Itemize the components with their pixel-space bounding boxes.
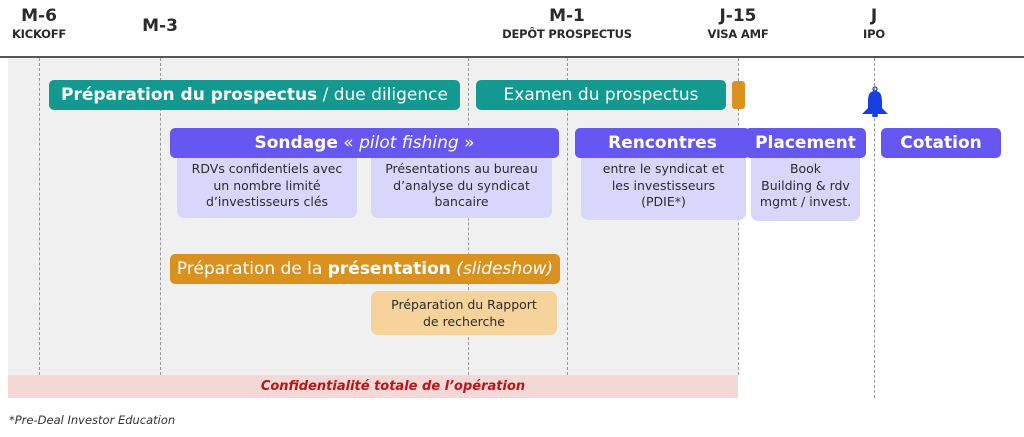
text-line: de recherche — [423, 314, 505, 329]
milestone-code: J — [870, 6, 878, 26]
presentation-bar: Préparation de la présentation (slidesho… — [170, 254, 560, 284]
milestone-m1: M-1 DEPÔT PROSPECTUS — [502, 6, 632, 42]
text-line: bancaire — [434, 194, 489, 209]
prospectus-prep-bold: Préparation du prospectus — [61, 85, 318, 105]
milestone-code: M-6 — [21, 6, 57, 26]
rencontres-sub: entre le syndicat et les investisseurs (… — [581, 158, 746, 220]
text-line: RDVs confidentiels avec — [191, 161, 343, 176]
milestone-label: IPO — [863, 27, 885, 41]
text-line: (PDIE*) — [641, 194, 686, 209]
presentation-italic: (slideshow) — [450, 259, 554, 279]
sondage-italic: pilot fishing — [359, 133, 459, 153]
visa-marker — [732, 81, 745, 109]
timeline-axis — [0, 56, 1024, 58]
milestone-code: M-3 — [142, 16, 178, 36]
placement-label: Placement — [755, 133, 856, 153]
text-line: d’investisseurs clés — [205, 194, 329, 209]
sondage-sub-analyst-presentations: Présentations au bureau d’analyse du syn… — [371, 158, 552, 218]
prospectus-review-bar: Examen du prospectus — [476, 80, 726, 110]
text-line: mgmt / invest. — [759, 194, 852, 209]
text-line: Préparation du Rapport — [391, 297, 537, 312]
text-line: entre le syndicat et — [602, 161, 725, 176]
prospectus-prep-bar: Préparation du prospectus / due diligenc… — [49, 80, 460, 110]
footnote: *Pre-Deal Investor Education — [9, 413, 176, 427]
milestone-code: M-1 — [549, 6, 585, 26]
sondage-sub-confidential-meetings: RDVs confidentiels avec un nombre limité… — [177, 158, 357, 218]
confidentiality-band: Confidentialité totale de l’opération — [8, 375, 738, 398]
milestone-j: J IPO — [863, 6, 885, 42]
placement-bar: Placement — [745, 128, 866, 158]
cotation-bar: Cotation — [881, 128, 1001, 158]
confidentiality-label: Confidentialité totale de l’opération — [260, 379, 526, 394]
text-line: d’analyse du syndicat — [393, 177, 530, 193]
rencontres-bar: Rencontres — [575, 128, 750, 158]
dashed-line-j — [874, 58, 875, 398]
text-line: les investisseurs — [611, 177, 716, 193]
dashed-line-m3 — [160, 58, 161, 375]
sondage-open-quote: « — [337, 133, 360, 153]
bell-icon — [860, 86, 890, 118]
milestone-code: J-15 — [719, 6, 757, 26]
cotation-label: Cotation — [900, 133, 982, 153]
milestone-m3: M-3 — [142, 16, 178, 36]
rencontres-label: Rencontres — [608, 133, 717, 153]
presentation-bold: présentation — [327, 259, 451, 279]
sondage-bar: Sondage « pilot fishing » — [170, 128, 559, 158]
milestone-label: VISA AMF — [707, 27, 769, 41]
text-line: Présentations au bureau — [385, 161, 538, 176]
text-line: Building & rdv — [761, 177, 850, 193]
milestone-label: DEPÔT PROSPECTUS — [502, 27, 632, 41]
text-line: Book — [789, 161, 822, 176]
dashed-line-m1 — [567, 58, 568, 375]
dashed-line-m6 — [39, 58, 40, 375]
prospectus-prep-rest: / due diligence — [317, 85, 448, 105]
sondage-bold: Sondage — [254, 133, 338, 153]
milestone-label: KICKOFF — [11, 27, 67, 41]
prospectus-review-label: Examen du prospectus — [503, 85, 699, 105]
sondage-close-quote: » — [458, 133, 475, 153]
presentation-pre: Préparation de la — [176, 259, 328, 279]
text-line: un nombre limité — [213, 177, 321, 193]
placement-sub: Book Building & rdv mgmt / invest. — [751, 158, 860, 221]
research-report-box: Préparation du Rapport de recherche — [371, 291, 557, 335]
milestone-j15: J-15 VISA AMF — [708, 6, 769, 42]
milestone-m6: M-6 KICKOFF — [12, 6, 66, 42]
